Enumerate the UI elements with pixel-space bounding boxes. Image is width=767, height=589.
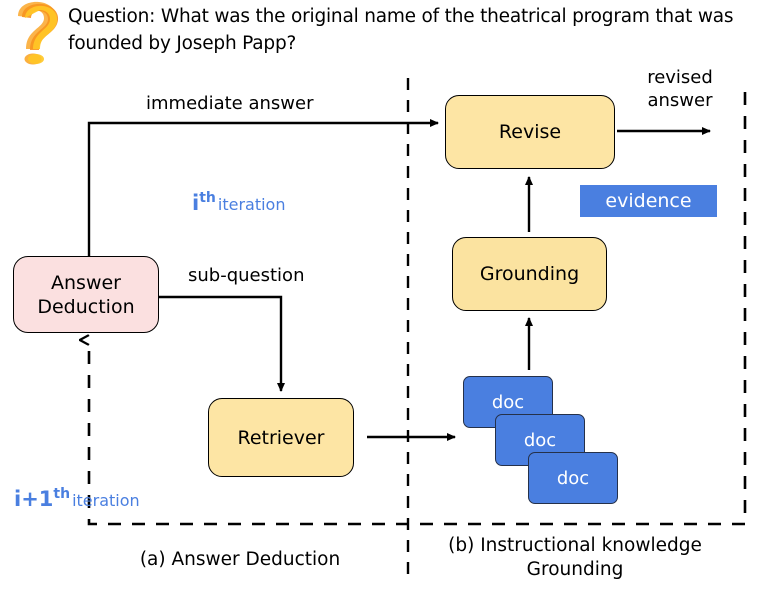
edge-sub-question [159,295,285,392]
question-mark-icon [18,1,59,65]
iteration-next-sup: th [53,486,71,502]
node-answer-deduction[interactable]: Answer Deduction [13,256,159,333]
label-revised-answer-line2: answer [647,90,713,111]
label-revised-answer-line1: revised [647,67,713,88]
doc-label: doc [491,391,525,413]
node-retriever-label: Retriever [237,426,325,449]
caption-panel-b: (b) Instructional knowledge Grounding [448,535,702,580]
label-revised-answer: revised answer [632,66,728,112]
iteration-next-word: iteration [72,491,140,510]
node-grounding-label: Grounding [479,263,580,285]
evidence-label: evidence [605,190,692,212]
caption-panel-a: (a) Answer Deduction [139,549,341,570]
iteration-current-base: i [192,191,200,215]
iteration-current-sup: th [199,190,216,206]
label-sub-question: sub-question [188,265,305,286]
label-immediate-answer: immediate answer [146,93,314,114]
evidence-badge[interactable]: evidence [580,185,717,217]
node-grounding[interactable]: Grounding [452,237,607,311]
iteration-next-base: i+1 [14,487,54,511]
doc-label: doc [523,429,557,451]
question-block: Question: What was the original name of … [0,0,767,70]
node-retriever[interactable]: Retriever [208,398,354,477]
node-revise-label: Revise [498,121,562,143]
edge-feedback-loop-dashed [89,92,747,526]
node-revise[interactable]: Revise [445,95,615,169]
doc-card[interactable]: doc [528,452,618,504]
question-text: Question: What was the original name of … [68,6,734,54]
iteration-current-word: iteration [217,195,286,214]
doc-label: doc [556,467,590,489]
node-answer-deduction-line1: Answer [51,271,121,294]
node-answer-deduction-line2: Deduction [37,295,135,318]
